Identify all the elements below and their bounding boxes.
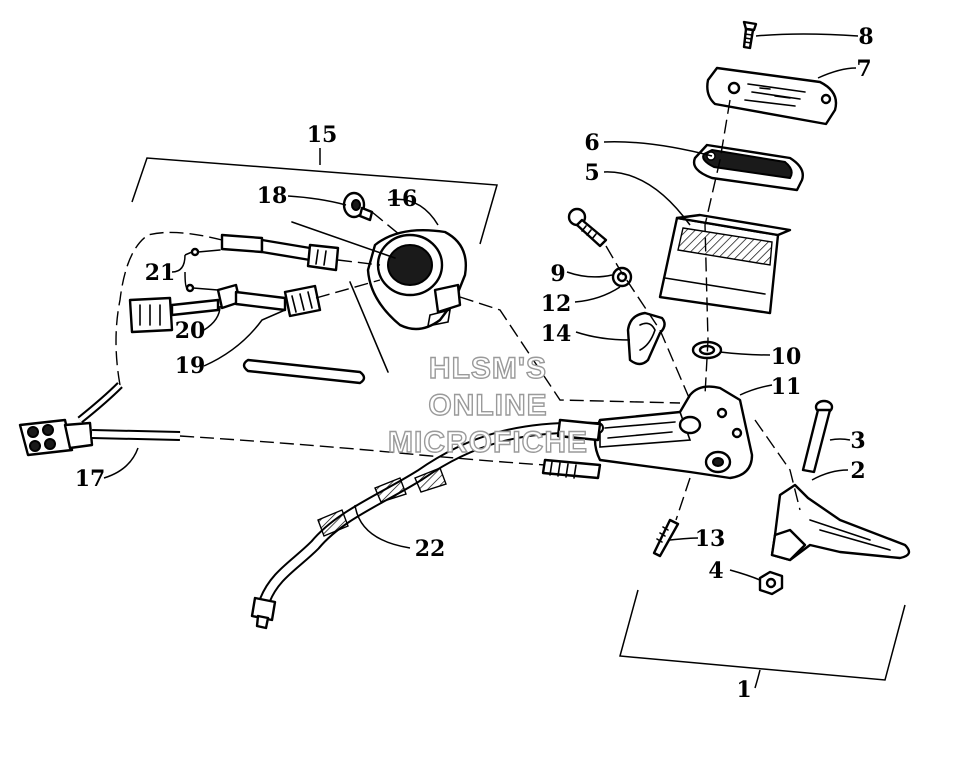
switch-housing — [366, 229, 467, 331]
routing-lines — [115, 99, 801, 521]
callout-14: 14 — [541, 321, 572, 347]
callout-8: 8 — [858, 24, 873, 50]
clamp-bolt — [567, 207, 608, 248]
watermark-line-2: ONLINE — [428, 389, 547, 422]
lock-nut — [758, 570, 784, 596]
callout-2: 2 — [850, 458, 865, 484]
callout-4: 4 — [708, 558, 723, 584]
callout-6: 6 — [584, 130, 599, 156]
headlight-switch — [216, 283, 322, 318]
watermark: HLSM'S ONLINE MICROFICHE — [387, 351, 588, 459]
cover-screw — [742, 20, 758, 50]
callout-21: 21 — [145, 260, 176, 286]
callout-3: 3 — [850, 428, 865, 454]
reservoir-cover — [706, 66, 838, 126]
group-bracket-15 — [131, 157, 498, 245]
reservoir — [658, 213, 792, 315]
callout-13: 13 — [695, 526, 726, 552]
callout-5: 5 — [584, 160, 599, 186]
callout-labels: 1 2 3 4 5 6 7 8 9 10 11 12 13 14 15 16 1… — [75, 24, 874, 703]
master-cylinder-body — [593, 385, 754, 480]
handlebar-clamp — [626, 311, 666, 366]
watermark-line-1: HLSM'S — [429, 352, 547, 385]
dimmer-switch — [220, 233, 340, 272]
callout-19: 19 — [175, 353, 206, 379]
callout-11: 11 — [771, 374, 802, 400]
callout-15: 15 — [307, 122, 338, 148]
callout-18: 18 — [257, 183, 288, 209]
brake-lever — [770, 483, 911, 562]
group-bracket-1 — [619, 589, 906, 681]
pivot-bolt — [801, 399, 834, 474]
switch-screw — [652, 518, 680, 558]
wiring-connector-small — [128, 296, 220, 334]
callout-17: 17 — [75, 466, 106, 492]
brake-light-switch — [541, 458, 602, 480]
callout-22: 22 — [415, 536, 446, 562]
callout-16: 16 — [387, 186, 418, 212]
callout-7: 7 — [856, 56, 871, 82]
leader-lines — [103, 33, 859, 689]
switch-knob — [342, 191, 374, 222]
callout-9: 9 — [550, 261, 565, 287]
diaphragm — [692, 143, 804, 192]
callout-20: 20 — [175, 318, 206, 344]
callout-10: 10 — [771, 344, 802, 370]
callout-1: 1 — [736, 677, 751, 703]
brake-hose — [250, 418, 604, 630]
main-harness-connector — [18, 382, 181, 457]
callout-12: 12 — [541, 291, 572, 317]
watermark-line-3: MICROFICHE — [388, 426, 588, 459]
harness-sleeve — [242, 358, 366, 385]
screw-pair — [185, 247, 221, 293]
